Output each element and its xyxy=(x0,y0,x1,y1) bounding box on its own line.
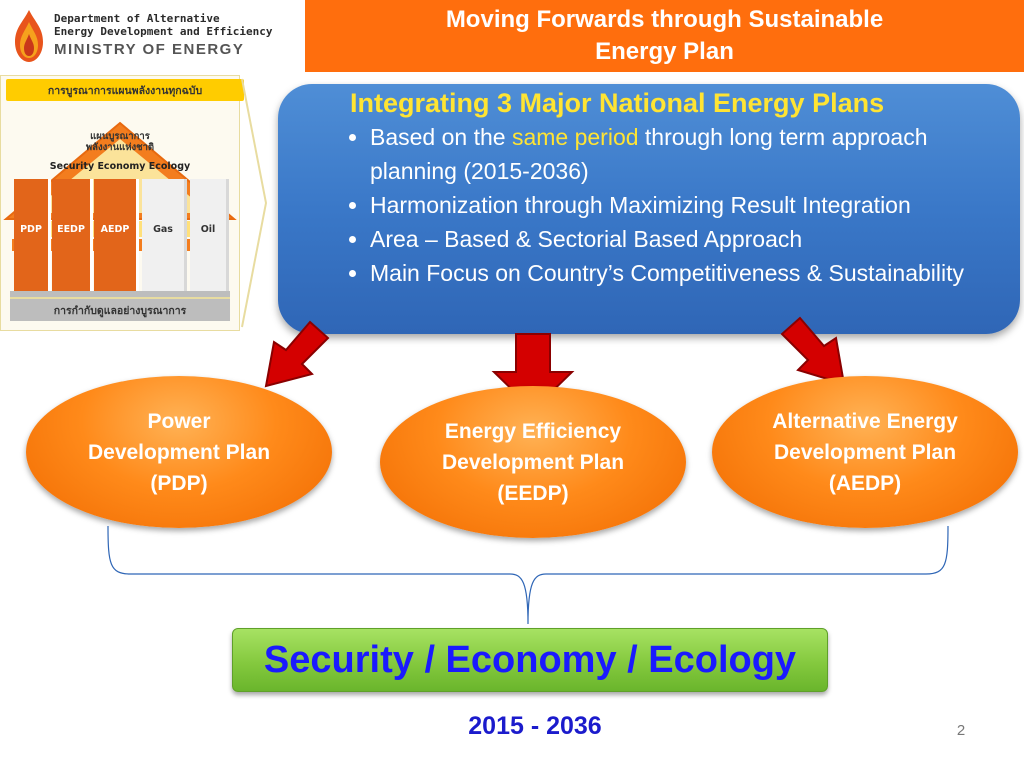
temple-column-label: AEDP xyxy=(100,224,130,235)
temple-column-label: EEDP xyxy=(57,224,85,235)
flame-emblem-icon xyxy=(15,10,43,62)
plan-line-1: Alternative Energy xyxy=(772,409,958,433)
temple-column-aedp: AEDP xyxy=(94,179,139,297)
integration-temple-diagram: การบูรณาการแผนพลังงานทุกฉบับ แผนบูรณาการ… xyxy=(0,75,270,333)
temple-column-label: Gas xyxy=(153,224,173,235)
integration-callout: Integrating 3 Major National Energy Plan… xyxy=(278,84,1020,334)
temple-foot-banner: การกำกับดูแลอย่างบูรณาการ xyxy=(10,297,230,321)
header-banner: Moving Forwards through Sustainable Ener… xyxy=(305,0,1024,72)
temple-column-oil: Oil xyxy=(190,179,229,297)
temple-top-banner: การบูรณาการแผนพลังงานทุกฉบับ xyxy=(6,79,244,101)
arrow-down-right-icon xyxy=(780,316,846,386)
temple-base xyxy=(10,291,230,299)
callout-bullet-text: through long term approach planning (201… xyxy=(370,124,928,184)
plan-line-2: Development Plan xyxy=(773,440,957,464)
logo-line-3: MINISTRY OF ENERGY xyxy=(54,41,245,58)
callout-bullets: Based on the same period through long te… xyxy=(350,120,1000,290)
plan-line-3: (EEDP) xyxy=(497,481,569,505)
callout-heading: Integrating 3 Major National Energy Plan… xyxy=(350,88,885,118)
header-title-line-1: Moving Forwards through Sustainable xyxy=(445,6,884,33)
plan-line-3: (PDP) xyxy=(150,471,208,495)
callout-bullet-text: Based on the xyxy=(370,124,512,150)
header-title-line-2: Energy Plan xyxy=(595,38,734,65)
callout-bullet: Harmonization through Maximizing Result … xyxy=(370,188,1000,222)
callout-bullet: Main Focus on Country’s Competitiveness … xyxy=(370,256,1000,290)
plan-line-1: Energy Efficiency xyxy=(444,419,622,443)
years-range: 2015 - 2036 xyxy=(468,712,602,740)
temple-roof-text: แผนบูรณาการ พลังงานแห่งชาติ xyxy=(60,131,180,153)
callout-highlight: same period xyxy=(511,124,639,150)
brace-connector xyxy=(107,525,949,625)
temple-roof-text-line-1: แผนบูรณาการ xyxy=(90,131,150,142)
plan-line-3: (AEDP) xyxy=(828,471,902,495)
page-number: 2 xyxy=(956,722,966,739)
temple-column-label: Oil xyxy=(200,224,216,235)
plan-line-2: Development Plan xyxy=(87,440,271,464)
plan-pdp: Power Development Plan (PDP) xyxy=(26,376,332,528)
callout-bullet: Area – Based & Sectorial Based Approach xyxy=(370,222,1000,256)
ministry-logo: Department of Alternative Energy Develop… xyxy=(4,4,304,72)
temple-pillars-caption: Security Economy Ecology xyxy=(49,161,191,172)
plan-eedp: Energy Efficiency Development Plan (EEDP… xyxy=(380,386,686,538)
plan-line-1: Power xyxy=(147,409,211,433)
logo-line-2: Energy Development and Efficiency xyxy=(54,25,273,38)
temple-column-gas: Gas xyxy=(142,179,187,297)
callout-bullet: Based on the same period through long te… xyxy=(370,120,1000,188)
logo-line-1: Department of Alternative xyxy=(54,12,220,25)
arrow-down-left-icon xyxy=(264,320,330,388)
chevron-right-icon xyxy=(241,78,268,328)
plan-aedp: Alternative Energy Development Plan (AED… xyxy=(712,376,1018,528)
temple-column-eedp: EEDP xyxy=(52,179,93,297)
plan-line-2: Development Plan xyxy=(441,450,625,474)
temple-roof-text-line-2: พลังงานแห่งชาติ xyxy=(85,142,155,153)
temple-column-pdp: PDP xyxy=(14,179,51,297)
temple-column-label: PDP xyxy=(20,224,42,235)
outcome-bar: Security / Economy / Ecology xyxy=(232,628,828,692)
